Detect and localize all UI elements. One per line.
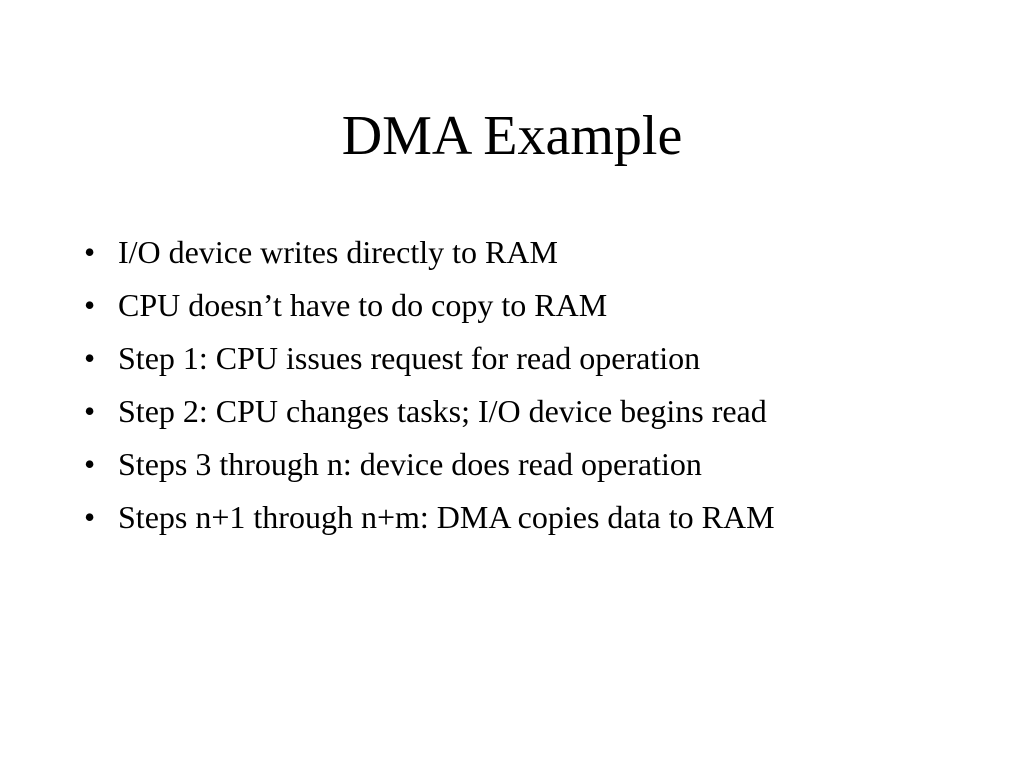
bullet-icon: • xyxy=(84,287,96,323)
bullet-item: • I/O device writes directly to RAM xyxy=(72,226,992,279)
bullet-item: • Steps 3 through n: device does read op… xyxy=(72,438,992,491)
bullet-text: Steps 3 through n: device does read oper… xyxy=(118,446,702,482)
bullet-icon: • xyxy=(84,393,96,429)
bullet-text: Step 1: CPU issues request for read oper… xyxy=(118,340,701,376)
bullet-icon: • xyxy=(84,499,96,535)
bullet-icon: • xyxy=(84,234,96,270)
bullet-item: • CPU doesn’t have to do copy to RAM xyxy=(72,279,992,332)
bullet-item: • Step 2: CPU changes tasks; I/O device … xyxy=(72,385,992,438)
bullet-text: CPU doesn’t have to do copy to RAM xyxy=(118,287,608,323)
bullet-text: Steps n+1 through n+m: DMA copies data t… xyxy=(118,499,775,535)
bullet-icon: • xyxy=(84,340,96,376)
bullet-item: • Step 1: CPU issues request for read op… xyxy=(72,332,992,385)
bullet-icon: • xyxy=(84,446,96,482)
bullet-item: • Steps n+1 through n+m: DMA copies data… xyxy=(72,491,992,544)
bullet-list: • I/O device writes directly to RAM • CP… xyxy=(72,226,992,544)
bullet-text: I/O device writes directly to RAM xyxy=(118,234,558,270)
slide-title: DMA Example xyxy=(341,105,683,167)
bullet-text: Step 2: CPU changes tasks; I/O device be… xyxy=(118,393,767,429)
